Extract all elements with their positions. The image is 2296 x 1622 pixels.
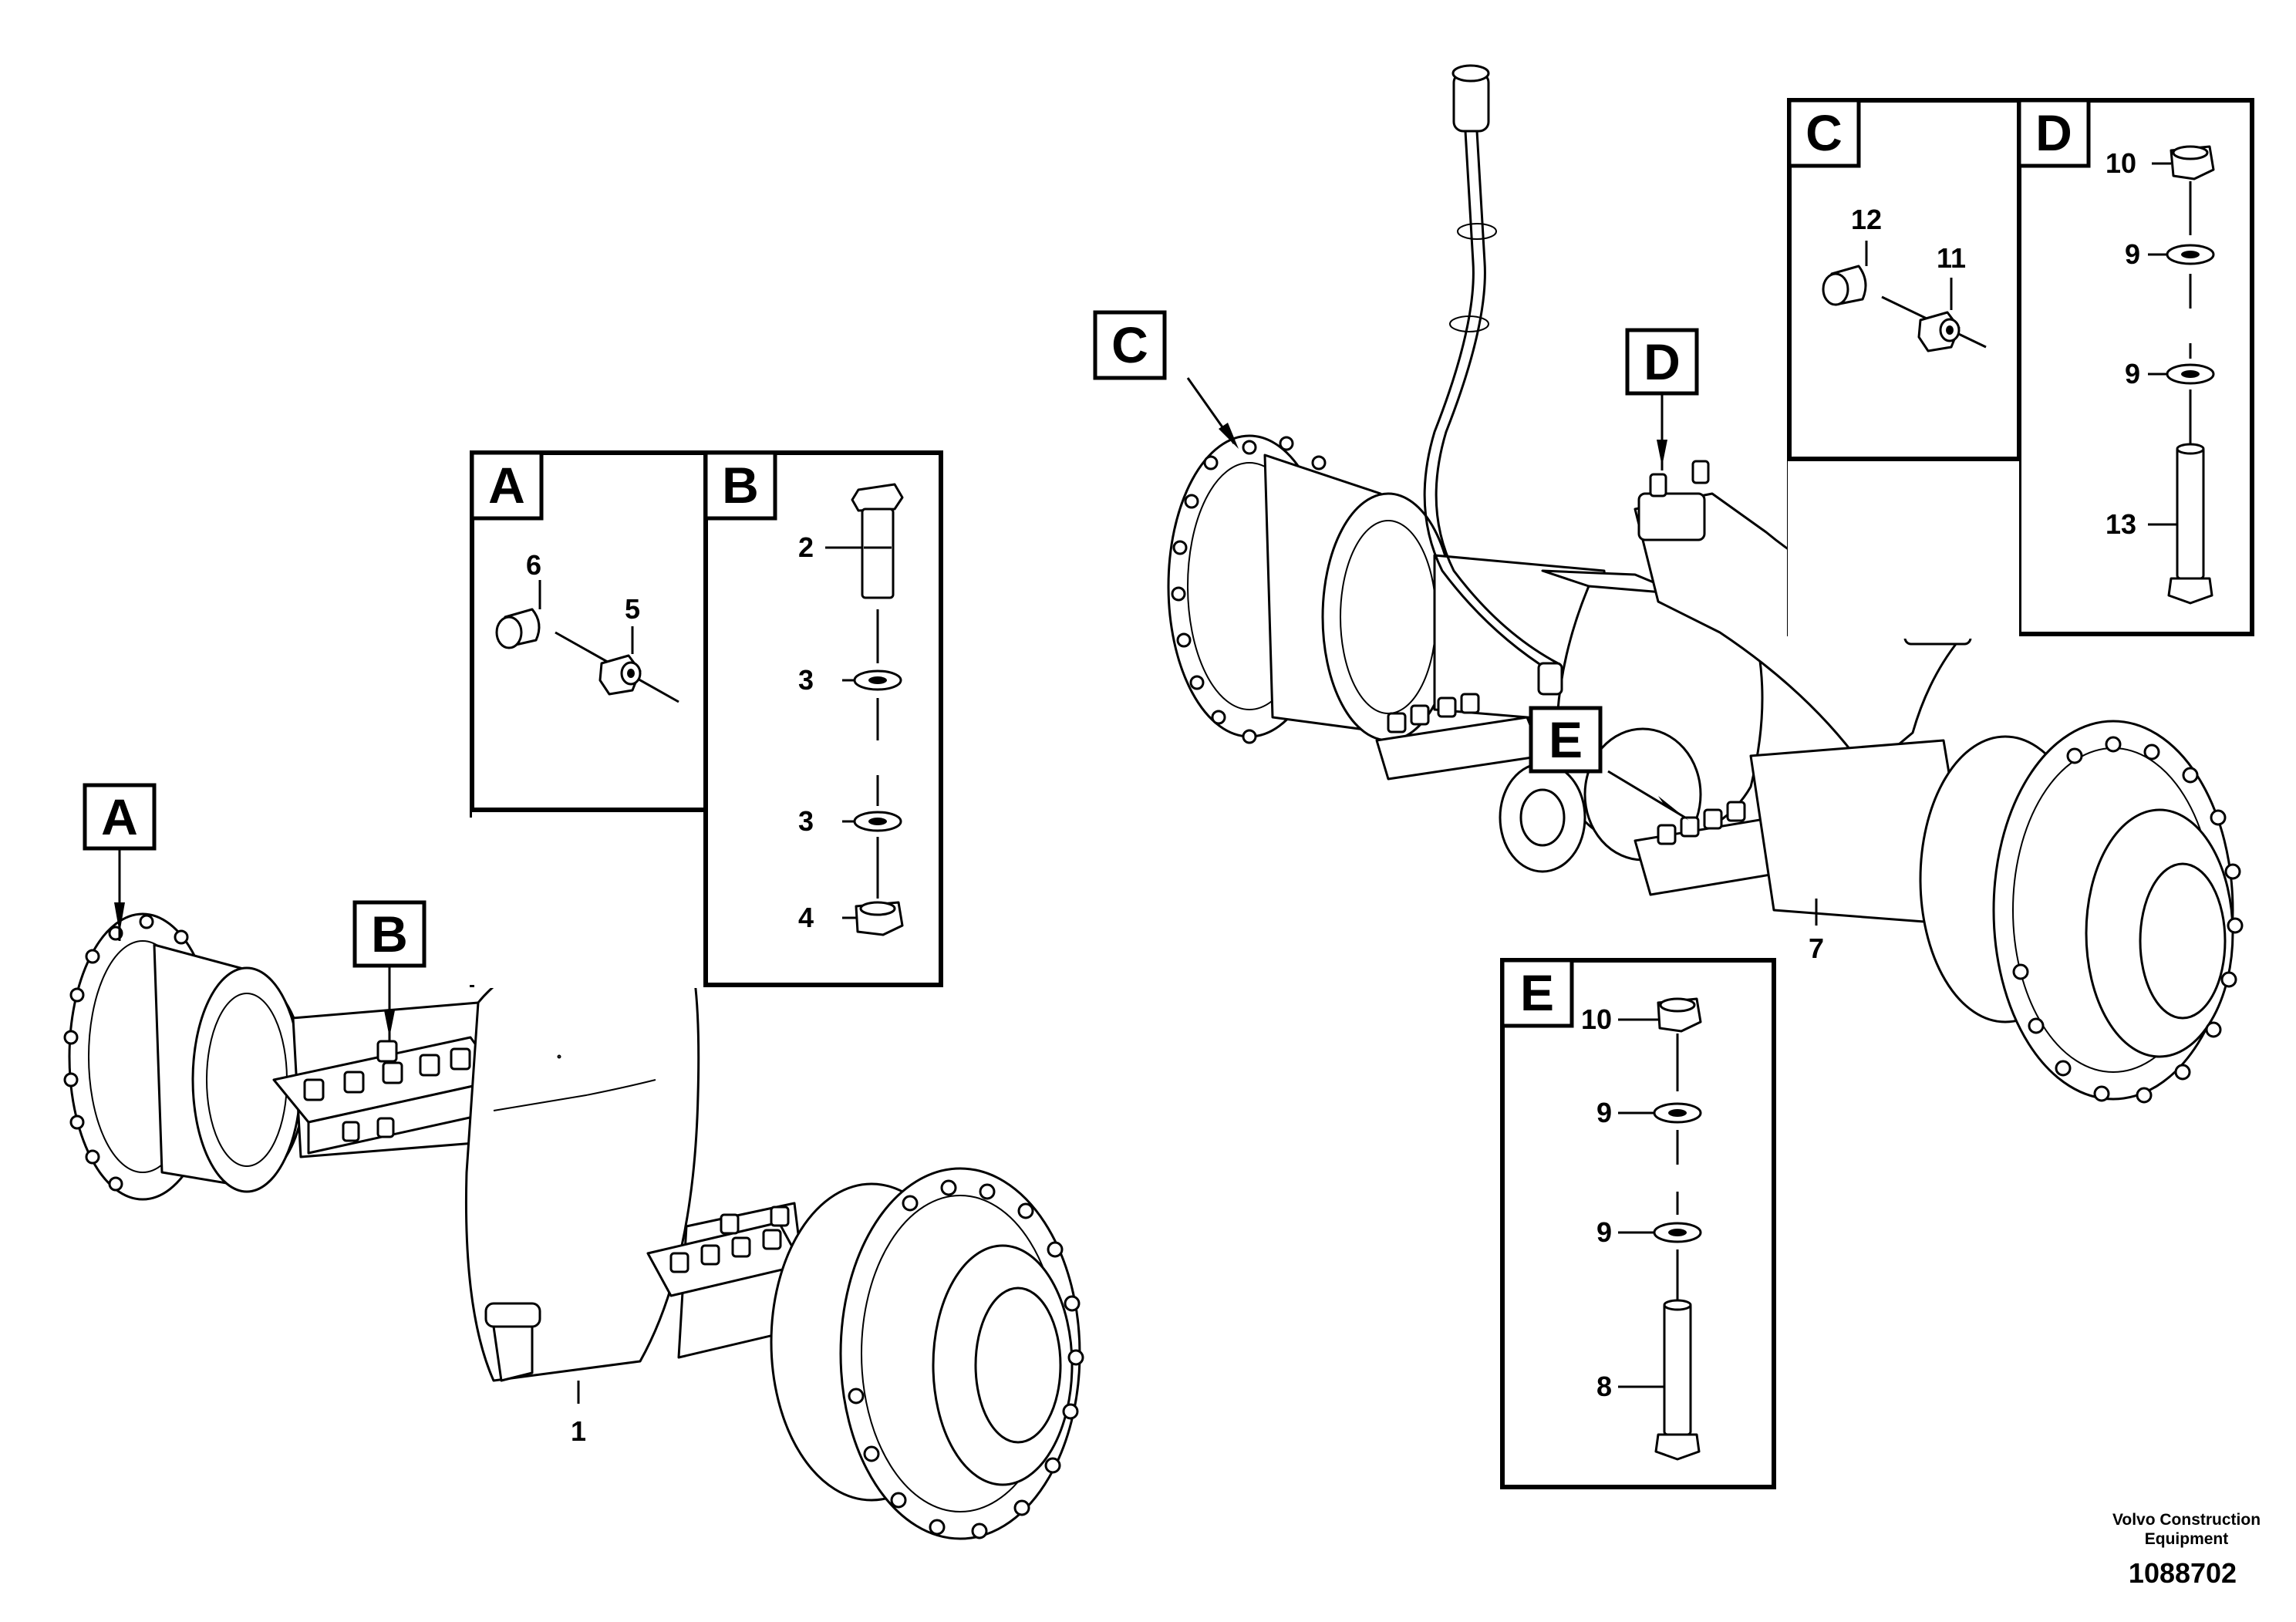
part-number-8: 8 (1596, 1371, 1612, 1402)
part-number-13: 13 (2106, 508, 2136, 540)
callout-b-assembly: B (371, 905, 408, 963)
detail-label-b: B (722, 457, 759, 514)
drawing-number: 1088702 (2129, 1557, 2237, 1589)
part-number-7: 7 (1809, 932, 1824, 964)
callout-d-assembly: D (1644, 333, 1681, 390)
detail-panel-e (1500, 958, 1776, 1489)
detail-panel-c-d (1787, 98, 2254, 639)
detail-label-c: C (1805, 104, 1843, 161)
part-number-6: 6 (526, 549, 541, 581)
part-number-9-d-upper: 9 (2125, 238, 2140, 270)
part-number-10-d: 10 (2106, 147, 2136, 179)
part-number-1: 1 (571, 1415, 586, 1447)
part-number-9-e-upper: 9 (1596, 1097, 1612, 1128)
footer-company-line1: Volvo Construction (2112, 1511, 2261, 1529)
callout-e-assembly: E (1549, 711, 1583, 768)
footer-company-line2: Equipment (2145, 1530, 2229, 1548)
detail-label-d: D (2035, 104, 2072, 161)
part-number-5: 5 (625, 593, 640, 625)
callout-c-assembly: C (1111, 316, 1148, 373)
detail-label-a: A (488, 457, 525, 514)
part-number-2: 2 (798, 531, 814, 563)
front-axle-assembly (63, 685, 1084, 1540)
part-number-3-upper: 3 (798, 664, 814, 696)
part-number-10-e: 10 (1581, 1003, 1612, 1035)
part-number-11: 11 (1937, 242, 1966, 274)
part-number-3-lower: 3 (798, 805, 814, 837)
part-number-9-d-lower: 9 (2125, 358, 2140, 389)
detail-panel-a-b (469, 450, 943, 988)
part-number-9-e-lower: 9 (1596, 1216, 1612, 1248)
callout-a-assembly: A (101, 788, 138, 845)
part-number-4: 4 (798, 902, 814, 933)
part-number-12: 12 (1851, 204, 1882, 235)
detail-label-e: E (1520, 964, 1554, 1021)
